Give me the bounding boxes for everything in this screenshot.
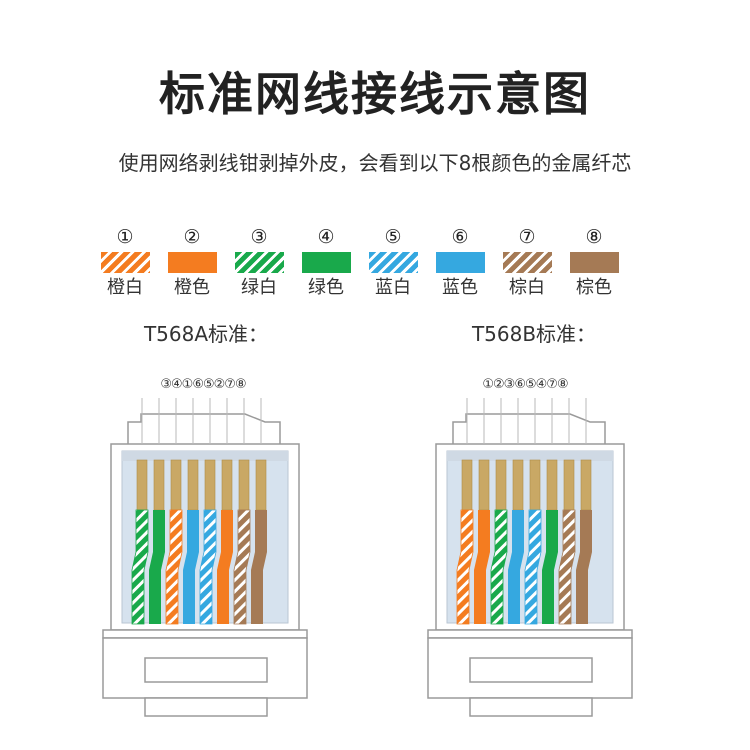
t568b-pin-order: ①②③⑥⑤④⑦⑧ bbox=[482, 377, 568, 392]
wire-orange bbox=[474, 510, 490, 624]
legend-item: ② 橙色 bbox=[162, 226, 222, 300]
legend-label: 橙色 bbox=[174, 277, 210, 298]
pin-contact bbox=[255, 459, 267, 511]
pin-contact bbox=[461, 459, 473, 511]
wire-orange-white bbox=[165, 509, 183, 625]
legend-number: ⑤ bbox=[384, 226, 402, 248]
plug-tail bbox=[144, 697, 268, 717]
legend-swatch bbox=[100, 252, 150, 273]
t568a-pin-order: ③④①⑥⑤②⑦⑧ bbox=[160, 377, 246, 392]
wire-orange bbox=[217, 510, 233, 624]
plug-collar bbox=[427, 629, 633, 639]
legend-swatch bbox=[502, 252, 552, 273]
pin-contact bbox=[153, 459, 165, 511]
plug-inner-rim bbox=[122, 451, 288, 461]
legend-swatch bbox=[167, 252, 217, 273]
legend-number: ④ bbox=[317, 226, 335, 248]
pin-contact bbox=[529, 459, 541, 511]
plug-inner-rim bbox=[447, 451, 613, 461]
wire-green bbox=[542, 510, 558, 624]
legend-label: 蓝白 bbox=[375, 277, 411, 298]
t568b-plug-diagram bbox=[427, 398, 633, 717]
legend-number: ⑦ bbox=[518, 226, 536, 248]
wire-brown-white bbox=[233, 509, 251, 625]
wire-blue bbox=[183, 510, 199, 624]
pin-contact bbox=[136, 459, 148, 511]
legend-swatch bbox=[368, 252, 418, 273]
pin-contact bbox=[546, 459, 558, 511]
pin-contact bbox=[170, 459, 182, 511]
legend-swatch bbox=[569, 252, 619, 273]
legend-number: ⑥ bbox=[451, 226, 469, 248]
wire-brown bbox=[576, 510, 592, 624]
wire-blue-white bbox=[199, 509, 217, 625]
pin-contact bbox=[495, 459, 507, 511]
pin-contact bbox=[204, 459, 216, 511]
plug-latch-outline bbox=[127, 413, 281, 444]
legend-item: ④ 绿色 bbox=[296, 226, 356, 300]
plug-boot-window bbox=[144, 657, 268, 683]
page-subtitle: 使用网络剥线钳剥掉外皮，会看到以下8根颜色的金属纤芯 bbox=[118, 151, 632, 175]
pin-contact bbox=[187, 459, 199, 511]
wire-green bbox=[149, 510, 165, 624]
plug-boot-window bbox=[469, 657, 593, 683]
legend-item: ① 橙白 bbox=[95, 226, 155, 300]
legend-item: ⑦ 棕白 bbox=[497, 226, 557, 300]
legend-label: 绿色 bbox=[308, 277, 344, 298]
legend-item: ⑧ 棕色 bbox=[564, 226, 624, 300]
legend-label: 棕白 bbox=[509, 277, 545, 298]
legend-label: 橙白 bbox=[107, 277, 143, 298]
legend-swatch bbox=[435, 252, 485, 273]
pin-contact bbox=[512, 459, 524, 511]
t568b-title: T568B标准： bbox=[471, 322, 597, 346]
pin-contact bbox=[478, 459, 490, 511]
t568a-title: T568A标准： bbox=[143, 322, 269, 346]
legend-label: 蓝色 bbox=[442, 277, 478, 298]
wire-brown bbox=[251, 510, 267, 624]
plug-tail bbox=[469, 697, 593, 717]
t568a-plug-diagram bbox=[102, 398, 308, 717]
wire-blue-white bbox=[524, 509, 542, 625]
legend-number: ② bbox=[183, 226, 201, 248]
legend-swatch bbox=[301, 252, 351, 273]
legend-number: ③ bbox=[250, 226, 268, 248]
wire-green-white bbox=[131, 509, 149, 625]
plug-collar bbox=[102, 629, 308, 639]
legend-label: 棕色 bbox=[576, 277, 612, 298]
pin-contact bbox=[238, 459, 250, 511]
page-title: 标准网线接线示意图 bbox=[159, 67, 591, 121]
wire-brown-white bbox=[558, 509, 576, 625]
legend-item: ⑥ 蓝色 bbox=[430, 226, 490, 300]
legend-item: ⑤ 蓝白 bbox=[363, 226, 423, 300]
pin-contact bbox=[580, 459, 592, 511]
legend-swatch bbox=[234, 252, 284, 273]
wire-blue bbox=[508, 510, 524, 624]
legend-number: ⑧ bbox=[585, 226, 603, 248]
pin-contact bbox=[563, 459, 575, 511]
wire-orange-white bbox=[456, 509, 474, 625]
legend-label: 绿白 bbox=[241, 277, 277, 298]
wire-green-white bbox=[490, 509, 508, 625]
plug-latch-outline bbox=[452, 413, 606, 444]
pin-contact bbox=[221, 459, 233, 511]
color-legend: ① 橙白 ② 橙色 ③ 绿白 ④ 绿色 ⑤ 蓝白 ⑥ 蓝色 ⑦ 棕白 ⑧ 棕色 bbox=[95, 226, 655, 306]
legend-number: ① bbox=[116, 226, 134, 248]
legend-item: ③ 绿白 bbox=[229, 226, 289, 300]
